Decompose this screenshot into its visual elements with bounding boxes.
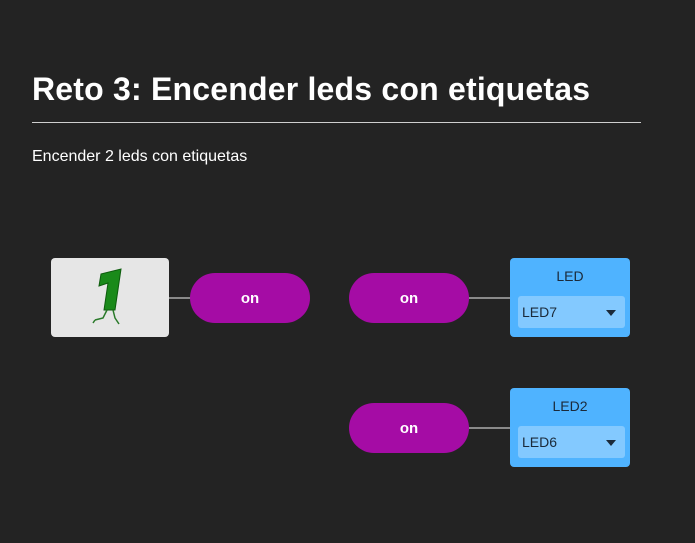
page-title: Reto 3: Encender leds con etiquetas <box>32 71 591 107</box>
on-label-block[interactable]: on <box>190 273 310 323</box>
led-block-title: LED2 <box>552 398 588 414</box>
led-select[interactable]: LED6 <box>518 426 625 458</box>
led-select-value: LED7 <box>522 304 558 320</box>
number-one-character-icon <box>92 268 122 325</box>
dropdown-arrow-icon[interactable] <box>606 440 616 446</box>
dropdown-arrow-icon[interactable] <box>606 310 616 316</box>
page-subtitle: Encender 2 leds con etiquetas <box>32 148 248 165</box>
led-block[interactable]: LED2 LED6 <box>510 388 630 467</box>
on-label-block[interactable]: on <box>349 403 469 453</box>
wire-start-to-label <box>169 297 191 299</box>
start-block[interactable] <box>51 258 169 337</box>
title-divider <box>32 122 641 123</box>
led-block-title: LED <box>556 268 584 284</box>
wire-label-to-led2 <box>469 427 511 429</box>
wire-label-to-led <box>469 297 511 299</box>
on-label-block[interactable]: on <box>349 273 469 323</box>
led-select[interactable]: LED7 <box>518 296 625 328</box>
led-block[interactable]: LED LED7 <box>510 258 630 337</box>
led-select-value: LED6 <box>522 434 558 450</box>
